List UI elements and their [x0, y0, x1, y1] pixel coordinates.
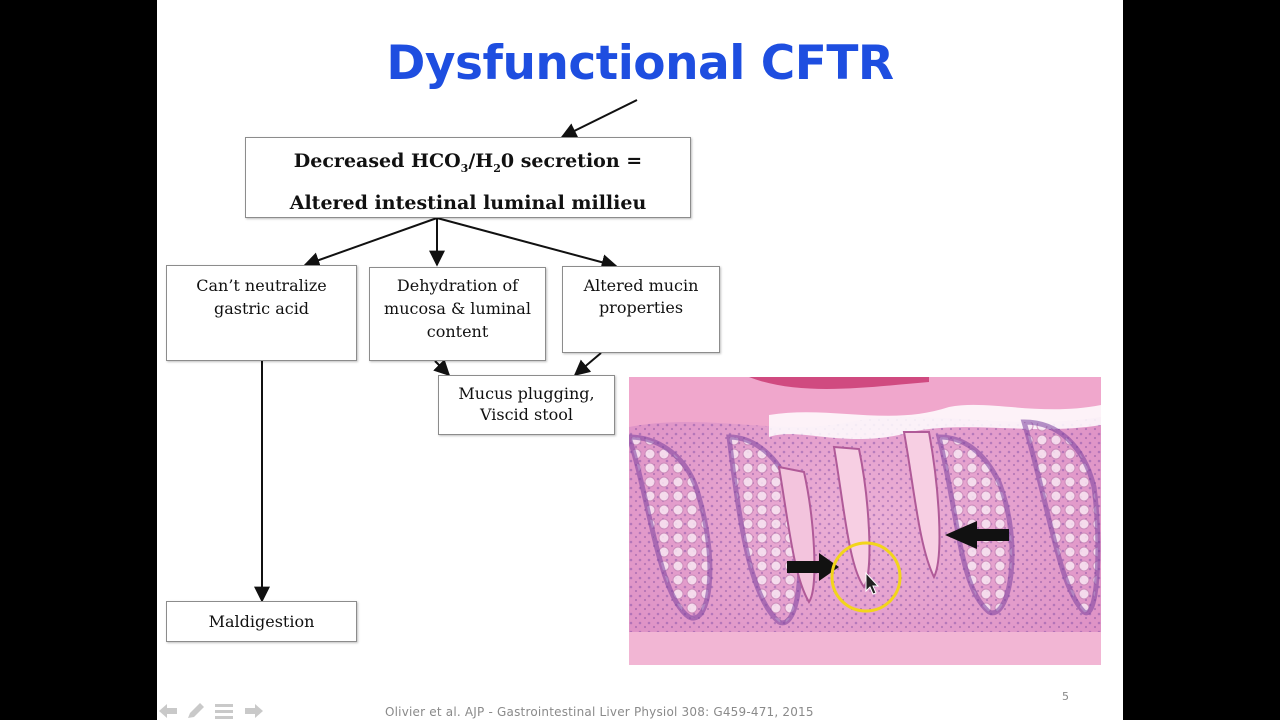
mucin-label: Altered mucin properties	[583, 276, 699, 317]
arrow-main-to-mucin	[436, 217, 618, 270]
cursor-highlight-ring	[830, 541, 902, 613]
main-effect-line1: Decreased HCO3/H20 secretion =	[293, 150, 643, 175]
histology-image	[629, 377, 1101, 665]
menu-icon[interactable]	[213, 702, 235, 720]
mucus-label: Mucus plugging, Viscid stool	[458, 384, 595, 424]
forward-arrow-icon[interactable]	[243, 702, 265, 720]
main-effect-line2: Altered intestinal luminal millieu	[289, 191, 647, 214]
slide: Dysfunctional CFTR Decreased HCO3/H20 se…	[157, 0, 1123, 720]
neutralize-label: Can’t neutralize gastric acid	[196, 276, 327, 318]
flow-arrows	[254, 99, 638, 603]
arrow-marker-right	[945, 521, 1009, 549]
mucin-box: Altered mucin properties	[562, 266, 720, 353]
back-arrow-icon[interactable]	[157, 702, 179, 720]
mucus-box: Mucus plugging, Viscid stool	[438, 375, 615, 435]
main-effect-box: Decreased HCO3/H20 secretion = Altered i…	[245, 137, 691, 218]
maldigestion-label: Maldigestion	[208, 612, 315, 631]
arrow-dehydration-to-mucus	[433, 359, 451, 377]
dehydration-box: Dehydration of mucosa & luminal content	[369, 267, 546, 361]
citation: Olivier et al. AJP - Gastrointestinal Li…	[385, 705, 814, 719]
mouse-pointer	[865, 571, 880, 595]
maldigestion-box: Maldigestion	[166, 601, 357, 642]
neutralize-box: Can’t neutralize gastric acid	[166, 265, 357, 361]
arrow-marker-left	[787, 553, 839, 581]
arrow-title-to-main	[560, 99, 638, 138]
arrow-mucin-to-mucus	[573, 352, 602, 377]
page-number: 5	[1062, 690, 1069, 703]
arrow-main-to-neutralize	[303, 217, 438, 268]
dehydration-label: Dehydration of mucosa & luminal content	[384, 276, 531, 341]
pen-icon[interactable]	[185, 702, 207, 720]
slide-title: Dysfunctional CFTR	[386, 36, 894, 91]
